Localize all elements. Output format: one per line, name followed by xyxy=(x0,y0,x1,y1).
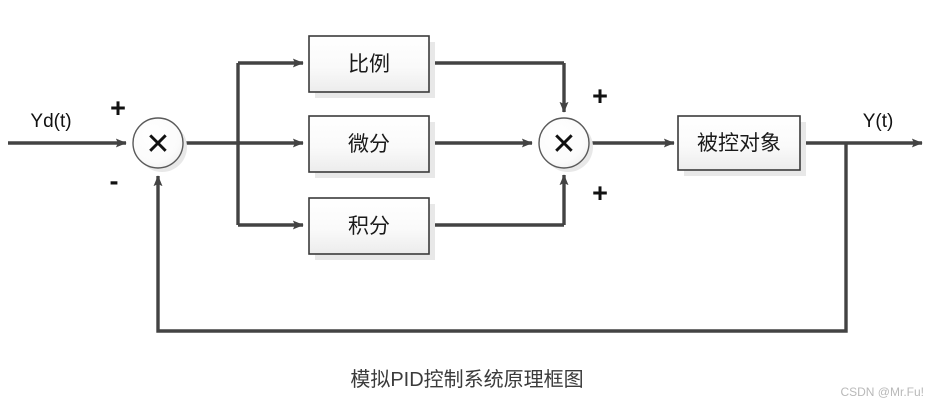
block-plant-label: 被控对象 xyxy=(697,132,781,155)
block-integral-body xyxy=(308,197,430,255)
wire-group xyxy=(8,58,923,333)
block-derivative-body xyxy=(308,115,430,173)
error-summing-junction-body xyxy=(132,117,184,169)
io-label-group: Yd(t) Y(t) xyxy=(30,111,893,132)
block-derivative[interactable]: 微分 xyxy=(308,115,435,178)
wire-feedback-loop xyxy=(153,143,848,333)
sign-error-positive: + xyxy=(110,93,126,123)
output-signal-label: Y(t) xyxy=(863,111,894,132)
pid-summing-junction-glyph: ✕ xyxy=(551,128,576,161)
block-plant[interactable]: 被控对象 xyxy=(677,115,806,176)
sign-pid-positive-top: + xyxy=(592,81,608,111)
pid-summing-junction[interactable]: ✕ xyxy=(538,117,593,172)
block-proportional[interactable]: 比例 xyxy=(308,35,435,98)
error-summing-junction-glyph: ✕ xyxy=(145,128,170,161)
block-plant-body xyxy=(677,115,801,171)
input-signal-label: Yd(t) xyxy=(30,111,71,132)
sign-error-negative: - xyxy=(110,166,119,196)
block-integral-label: 积分 xyxy=(348,215,390,238)
block-proportional-label: 比例 xyxy=(348,53,390,76)
block-proportional-body xyxy=(308,35,430,93)
block-group: 比例 微分 积分 被控对象 xyxy=(308,35,806,260)
sign-group: + - + + xyxy=(110,81,608,208)
watermark: CSDN @Mr.Fu! xyxy=(840,385,924,399)
pid-summing-junction-body xyxy=(538,117,590,169)
sign-pid-positive-bottom: + xyxy=(592,178,608,208)
summing-junction-group: ✕ ✕ xyxy=(132,117,593,172)
block-integral[interactable]: 积分 xyxy=(308,197,435,260)
diagram-caption: 模拟PID控制系统原理框图 xyxy=(350,368,583,391)
error-summing-junction[interactable]: ✕ xyxy=(132,117,187,172)
block-derivative-label: 微分 xyxy=(348,133,390,156)
